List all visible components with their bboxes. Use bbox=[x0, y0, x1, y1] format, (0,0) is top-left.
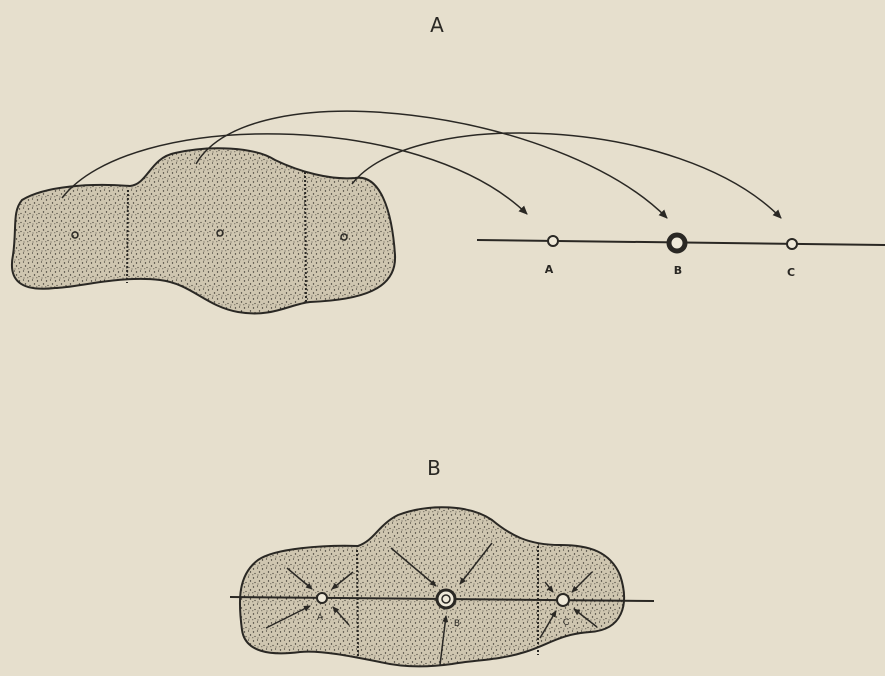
panel-a-point-label-a: A bbox=[545, 263, 554, 276]
panel-a-point-b bbox=[669, 235, 685, 251]
panel-b-point-label-a: A bbox=[317, 613, 324, 623]
panel-a-point-label-b: B bbox=[674, 264, 682, 277]
panel-a-arrow-region-c bbox=[352, 133, 781, 218]
panel-a-region-blob bbox=[12, 148, 395, 313]
panel-b-title: B bbox=[427, 456, 441, 480]
panel-b-point-b bbox=[437, 590, 455, 608]
panel-b-region-blob bbox=[240, 507, 624, 666]
panel-b: B A B C bbox=[230, 456, 654, 666]
panel-a: A a b c A B C bbox=[12, 13, 885, 313]
panel-a-title: A bbox=[430, 13, 444, 37]
panel-b-point-a bbox=[317, 593, 327, 603]
panel-b-point-label-b: B bbox=[454, 619, 460, 629]
panel-b-point-label-c: C bbox=[563, 618, 569, 628]
panel-a-point-c bbox=[787, 239, 797, 249]
panel-a-point-a bbox=[548, 236, 558, 246]
panel-b-point-c bbox=[557, 594, 569, 606]
panel-a-point-label-c: C bbox=[787, 266, 795, 279]
